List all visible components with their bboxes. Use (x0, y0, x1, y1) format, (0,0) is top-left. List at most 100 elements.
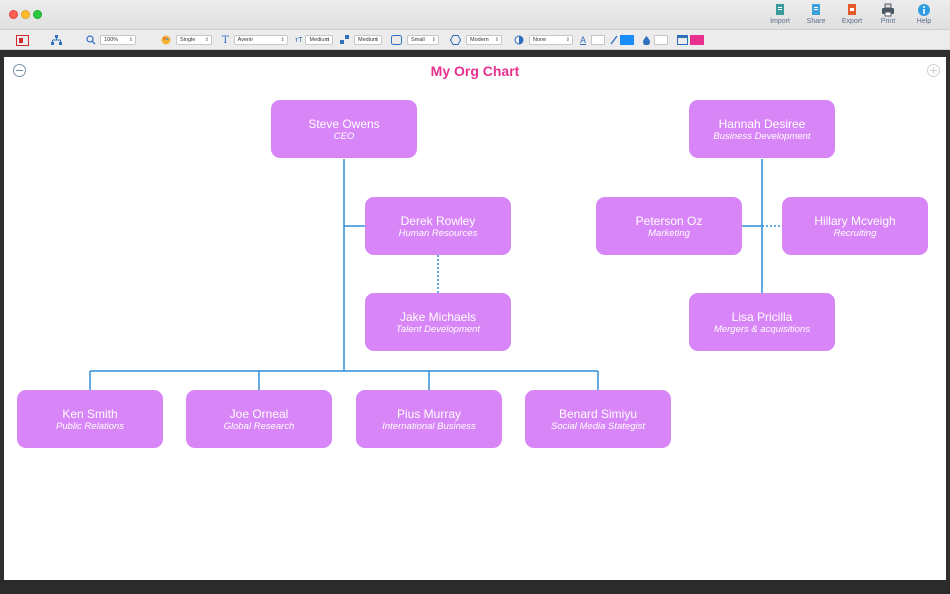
share-label: Share (806, 18, 826, 25)
org-chart-canvas[interactable]: My Org Chart Steve Owens CEO Derek Rowle… (4, 57, 946, 580)
shape-control[interactable]: Modern ⇕ (450, 33, 502, 47)
node-name: Derek Rowley (400, 213, 476, 228)
node-hannah-desiree[interactable]: Hannah Desiree Business Development (689, 100, 835, 158)
zoom-window-button[interactable] (33, 10, 42, 19)
zoom-value: 100% (104, 37, 119, 43)
node-steve-owens[interactable]: Steve Owens CEO (271, 100, 417, 158)
export-icon (848, 4, 856, 15)
print-button[interactable]: Print (871, 3, 905, 25)
node-name: Steve Owens (308, 116, 380, 131)
fill-color-swatch[interactable] (654, 35, 668, 45)
export-button[interactable]: Export (835, 3, 869, 25)
hexagon-icon (450, 35, 461, 45)
zoom-out-button[interactable] (13, 64, 26, 77)
node-role: International Business (382, 420, 476, 432)
help-button[interactable]: Help (907, 3, 941, 25)
presentation-icon (16, 34, 29, 46)
node-name: Ken Smith (62, 406, 118, 421)
print-label: Print (880, 18, 896, 25)
title-bar: Import Share Export Print Help (0, 0, 950, 30)
close-window-button[interactable] (9, 10, 18, 19)
node-name: Benard Simiyu (558, 406, 638, 421)
share-button[interactable]: Share (799, 3, 833, 25)
chevron-updown-icon: ⇕ (326, 37, 331, 43)
font-control[interactable]: T Avenir⇕ (222, 33, 288, 47)
layout-button[interactable] (51, 33, 62, 47)
spacing-value: Medium (358, 37, 378, 43)
node-hillary-mcveigh[interactable]: Hillary Mcveigh Recruiting (782, 197, 928, 255)
zoom-control[interactable]: 100%⇕ (86, 33, 136, 47)
hierarchy-icon (51, 34, 62, 45)
line-color-swatch[interactable] (620, 35, 634, 45)
magnifier-icon (86, 35, 96, 45)
help-icon (918, 4, 930, 16)
node-pius-murray[interactable]: Pius Murray International Business (356, 390, 502, 448)
node-role: Human Resources (398, 227, 478, 239)
font-size-control[interactable]: ᴛT Medium⇕ (295, 33, 334, 47)
node-benard-simiyu[interactable]: Benard Simiyu Social Media Stategist (525, 390, 671, 448)
node-name: Lisa Pricilla (731, 309, 793, 324)
line-style-select[interactable]: Single⇕ (176, 35, 212, 45)
import-icon (776, 4, 784, 15)
line-style-control[interactable]: Single⇕ (161, 33, 212, 47)
chevron-updown-icon: ⇕ (374, 37, 379, 43)
import-button[interactable]: Import (763, 3, 797, 25)
node-ken-smith[interactable]: Ken Smith Public Relations (17, 390, 163, 448)
line-color-control[interactable] (610, 33, 634, 47)
chevron-updown-icon: ⇕ (565, 37, 570, 43)
node-name: Pius Murray (396, 406, 461, 421)
palette-icon (161, 35, 171, 45)
chevron-updown-icon: ⇕ (494, 37, 499, 43)
window-icon (677, 35, 688, 45)
shadow-select[interactable]: None ⇕ (529, 35, 573, 45)
node-derek-rowley[interactable]: Derek Rowley Human Resources (365, 197, 511, 255)
spacing-icon (340, 35, 349, 44)
shadow-value: None (533, 37, 547, 43)
zoom-select[interactable]: 100%⇕ (100, 35, 136, 45)
node-name: Joe Orneal (229, 406, 289, 421)
help-label: Help (916, 18, 932, 25)
minimize-window-button[interactable] (21, 10, 30, 19)
node-name: Hannah Desiree (718, 116, 806, 131)
zoom-in-button[interactable] (927, 64, 940, 77)
font-select[interactable]: Avenir ⇕ (233, 35, 288, 45)
node-lisa-pricilla[interactable]: Lisa Pricilla Mergers & acquisitions (689, 293, 835, 351)
font-value: Avenir (237, 37, 254, 43)
connector-lines (89, 159, 782, 390)
chevron-updown-icon: ⇕ (280, 37, 285, 43)
node-role: Social Media Stategist (551, 420, 645, 432)
shape-value: Modern (470, 37, 489, 43)
chart-title[interactable]: My Org Chart (430, 63, 520, 79)
fill-color-control[interactable] (642, 33, 668, 47)
background-color-control[interactable] (677, 33, 704, 47)
corner-select[interactable]: Small⇕ (407, 35, 439, 45)
node-role: Recruiting (833, 227, 877, 239)
shadow-icon (514, 35, 524, 45)
font-size-value: Medium (309, 37, 330, 43)
format-toolbar: 100%⇕ Single⇕ T Avenir⇕ ᴛT Medium⇕ Mediu… (0, 30, 950, 50)
node-joe-orneal[interactable]: Joe Orneal Global Research (186, 390, 332, 448)
node-role: Marketing (648, 227, 690, 239)
node-name: Jake Michaels (399, 309, 477, 324)
font-size-select[interactable]: Medium⇕ (305, 35, 334, 45)
spacing-control[interactable]: Medium⇕ (340, 33, 382, 47)
presentation-button[interactable] (16, 33, 29, 47)
text-color-swatch[interactable] (591, 35, 606, 45)
node-jake-michaels[interactable]: Jake Michaels Talent Development (365, 293, 511, 351)
node-peterson-oz[interactable]: Peterson Oz Marketing (596, 197, 742, 255)
node-name: Peterson Oz (635, 213, 703, 228)
spacing-select[interactable]: Medium⇕ (354, 35, 382, 45)
shadow-control[interactable]: None ⇕ (514, 33, 573, 47)
import-label: Import (770, 18, 790, 25)
shape-select[interactable]: Modern ⇕ (466, 35, 502, 45)
corner-value: Small (411, 37, 425, 43)
node-role: Talent Development (395, 323, 481, 335)
line-style-value: Single (180, 37, 196, 43)
background-color-swatch[interactable] (690, 35, 704, 45)
corner-control[interactable]: Small⇕ (391, 33, 439, 47)
bottom-bar (0, 580, 950, 594)
export-label: Export (841, 18, 863, 25)
text-color-control[interactable]: A (580, 33, 606, 47)
share-icon (812, 4, 820, 15)
node-role: Public Relations (55, 420, 125, 432)
